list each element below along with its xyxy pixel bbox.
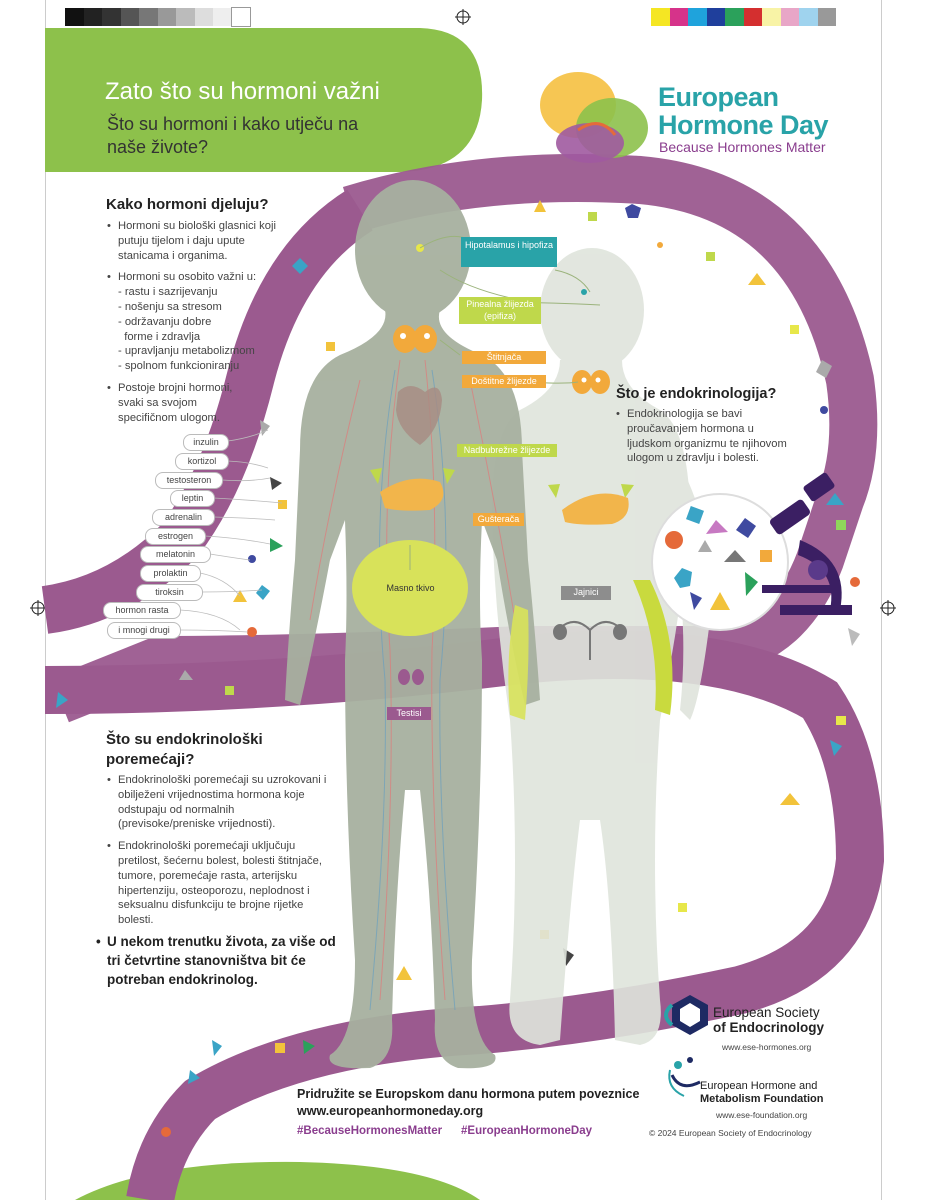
hashtag-european-hormone-day: #EuropeanHormoneDay [461,1125,593,1137]
hormone-label-cortisol: kortizol [175,453,229,470]
hormone-label-many-others: i mnogi drugi [107,622,181,639]
hormone-label-melatonin: melatonin [140,546,211,563]
hormone-label-insulin: inzulin [183,434,229,451]
ehmf-name: European Hormone and Metabolism Foundati… [700,1080,823,1106]
endocrinology-bullet: Endokrinologija se bavi proučavanjem hor… [616,407,796,466]
organ-label-thyroid: Štitnjača [462,351,546,364]
copyright-text: © 2024 European Society of Endocrinology [649,1128,812,1138]
sub-item: - rastu i sazrijevanju [118,286,218,299]
endocrinology-text: Endokrinologija se bavi proučavanjem hor… [616,407,796,473]
thyroid-gland-female [572,370,610,394]
thyroid-gland-male [393,325,437,353]
ese-name: European Society of Endocrinology [713,1005,824,1035]
female-hip-fat-left [508,605,529,720]
hormone-label-thyroxine: tiroksin [136,584,203,601]
ese-name-line2: of Endocrinology [713,1020,824,1035]
page-subtitle: Što su hormoni i kako utječu na naše živ… [107,114,359,157]
brand-name: European Hormone Day [658,82,829,140]
disorders-bullet-1: Endokrinološki poremećaji su uzrokovani … [107,773,329,832]
greyscale-calibration-bar [65,7,251,27]
note-bullet: • [96,934,101,949]
vascular-lines [309,359,516,1001]
testes-organ [398,669,424,685]
lens-molecules [665,506,772,610]
endocrinology-heading: Što je endokrinologija? [616,386,777,402]
trim-line-right [881,0,882,1200]
footer-join-text: Pridružite se Europskom danu hormona put… [297,1087,640,1101]
sub-item: - spolnom funkcioniranju [118,360,240,373]
adrenal-gland-right-male [443,468,455,484]
hormones-bullet-2-intro: Hormoni su osobito važni u: [118,271,257,284]
sub-item: - nošenju sa stresom [118,300,222,313]
color-calibration-bar [651,8,836,26]
hormone-label-leptin: leptin [170,490,215,507]
hormone-ribbon-lower [44,631,885,1200]
hormone-label-testosterone: testosteron [155,472,223,489]
adrenal-gland-left-male [370,468,382,484]
ehmf-logo-icon [668,1057,701,1097]
hormones-bullet-2: Hormoni su osobito važni u: - rastu i sa… [107,270,292,374]
hormone-label-prolactin: prolaktin [140,565,201,582]
ehmf-name-line1: European Hormone and [700,1080,818,1092]
hormone-label-estrogen: estrogen [145,528,206,545]
hormone-leader-lines [179,429,283,633]
microscope-icon [762,472,852,615]
brand-tagline: Because Hormones Matter [659,139,826,155]
header-green-blob [45,28,483,172]
how-hormones-work-text: Hormoni su biološki glasnici koji putuju… [107,219,292,432]
disorders-note-text: U nekom trenutku života, za više od tri … [107,934,336,987]
how-hormones-work-heading: Kako hormoni djeluju? [106,196,269,213]
organ-label-testes: Testisi [387,707,431,720]
disorders-heading-line1: Što su endokrinološki [106,731,263,748]
registration-mark-right [880,600,896,616]
european-hormone-day-logo-icon [540,72,648,163]
ese-name-line1: European Society [713,1005,820,1020]
disorders-note: • U nekom trenutku života, za više od tr… [96,932,337,989]
brand-name-line2: Hormone Day [658,110,829,140]
ehmf-name-line2: Metabolism Foundation [700,1093,824,1105]
hashtag-because-hormones-matter: #BecauseHormonesMatter [297,1125,443,1137]
sub-item: - održavanju dobre [118,315,212,328]
registration-mark-top [455,9,471,25]
fat-tissue-organ [352,540,468,636]
sub-item: - upravljanju metabolizmom [118,345,255,358]
disorders-bullet-2: Endokrinološki poremećaji uključuju pret… [107,839,329,928]
organ-label-pancreas: Gušterača [473,513,524,526]
footer-website-link[interactable]: www.europeanhormoneday.org [297,1104,484,1118]
disorders-heading: Što su endokrinološki poremećaji? [106,730,263,770]
organ-label-adrenal: Nadbubrežne žlijezde [457,444,557,457]
organ-label-pineal: Pinealna žlijezda (epifiza) [459,297,541,324]
page-title: Zato što su hormoni važni [105,78,380,105]
sub-item: forme i zdravlja [118,330,201,343]
registration-mark-left [30,600,46,616]
hormone-label-growth-hormone: hormon rasta [103,602,181,619]
male-body-figure [285,180,540,1069]
adrenal-gland-right-female [621,484,634,498]
organ-label-hypothalamus: Hipotalamus i hipofiza [461,237,557,267]
pancreas-male [380,478,444,511]
ehmf-url-link[interactable]: www.ese-foundation.org [716,1110,808,1120]
organ-label-ovaries: Jajnici [561,586,611,600]
female-hip-fat-right [633,580,673,715]
blue-vascular-lines [369,369,456,1011]
adrenal-gland-left-female [548,484,560,498]
ese-logo-icon [664,995,708,1035]
hormone-label-adrenalin: adrenalin [152,509,215,526]
hormones-bullet-3: Postoje brojni hormoni, svaki sa svojom … [107,381,258,425]
pineal-dot [581,289,587,295]
hormones-bullet-1: Hormoni su biološki glasnici koji putuju… [107,219,292,263]
organ-label-parathyroid: Doštitne žlijezde [462,375,546,388]
disorders-text: Endokrinološki poremećaji su uzrokovani … [107,773,329,935]
disorders-heading-line2: poremećaji? [106,751,195,768]
pancreas-female [562,493,629,525]
ese-url-link[interactable]: www.ese-hormones.org [722,1042,812,1052]
brand-name-line1: European [658,82,779,112]
footer-join: Pridružite se Europskom danu hormona put… [297,1086,639,1120]
organ-label-fat-tissue: Masno tkivo [386,583,435,593]
heart-organ [396,386,442,445]
ovaries-organ [553,621,627,660]
